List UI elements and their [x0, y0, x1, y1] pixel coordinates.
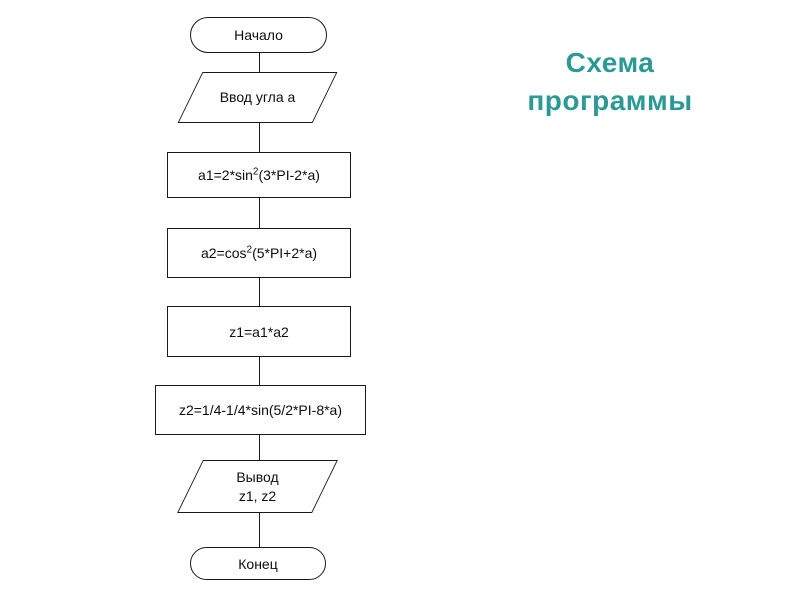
input-label: Ввод угла a — [219, 89, 296, 105]
connector-line — [259, 53, 260, 72]
flowchart-terminator-start: Начало — [190, 17, 327, 53]
flowchart-process-z1: z1=a1*a2 — [167, 306, 351, 357]
page-title-line2: программы — [527, 85, 693, 116]
flowchart-process-a1: a1=2*sin2(3*PI-2*a) — [167, 152, 351, 198]
output-label: Вывод z1, z2 — [236, 468, 278, 506]
flowchart-process-a2: a2=cos2(5*PI+2*a) — [167, 228, 351, 278]
process-a2-formula: a2=cos2(5*PI+2*a) — [200, 244, 318, 261]
connector-line — [259, 123, 260, 152]
flowchart-io-output: Вывод z1, z2 — [177, 460, 338, 513]
flowchart-io-input: Ввод угла a — [177, 72, 338, 123]
connector-line — [259, 513, 260, 547]
end-label: Конец — [238, 555, 278, 572]
flowchart-process-z2: z2=1/4-1/4*sin(5/2*PI-8*a) — [155, 385, 366, 435]
connector-line — [259, 278, 260, 306]
output-label-line1: Вывод — [236, 468, 279, 485]
page-title-line1: Схема — [565, 47, 655, 78]
flowchart-terminator-end: Конец — [190, 547, 326, 580]
output-label-line2: z1, z2 — [238, 487, 277, 504]
start-label: Начало — [234, 27, 283, 43]
connector-line — [259, 435, 260, 460]
process-a1-formula: a1=2*sin2(3*PI-2*a) — [198, 166, 320, 183]
connector-line — [259, 357, 260, 385]
process-z2-formula: z2=1/4-1/4*sin(5/2*PI-8*a) — [178, 402, 343, 418]
process-z1-formula: z1=a1*a2 — [229, 323, 289, 340]
page-title: Схема программы — [498, 44, 722, 120]
connector-line — [259, 198, 260, 228]
